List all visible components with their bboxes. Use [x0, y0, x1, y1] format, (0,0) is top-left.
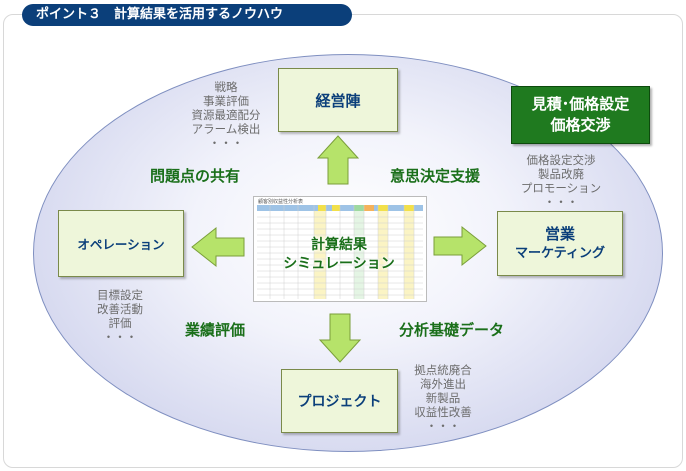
label-problem-sharing: 問題点の共有: [150, 167, 241, 185]
project-label: プロジェクト: [297, 394, 382, 410]
note-item: 収益性改善: [414, 405, 472, 419]
operations-box: オペレーション: [58, 210, 184, 277]
note-item: 評価: [108, 316, 132, 330]
page-title: ポイント３ 計算結果を活用するノウハウ: [22, 4, 352, 26]
note-operations: 目標設定 改善活動 評価 ・・・: [86, 288, 154, 344]
note-management: 戦略 事業評価 資源最適配分 アラーム検出 ・・・: [186, 80, 266, 150]
pricing-highlight-box: 見積･価格設定 価格交渉: [511, 86, 650, 144]
sheet-grid: [257, 205, 423, 299]
note-project: 拠点統廃合 海外進出 新製品 収益性改善 ・・・: [405, 363, 481, 433]
note-item: アラーム検出: [191, 122, 261, 136]
marketing-label: マーケティング: [515, 245, 605, 261]
spreadsheet-thumbnail: 顧客別収益性分析表: [253, 196, 427, 302]
down-arrow: [318, 313, 362, 363]
note-item: ・・・: [425, 419, 461, 433]
management-box: 経営陣: [278, 68, 398, 132]
center-line2: シミュレーション: [283, 256, 395, 272]
note-item: 製品改廃: [538, 167, 584, 181]
note-item: ・・・: [543, 195, 579, 209]
sheet-title: 顧客別収益性分析表: [258, 199, 304, 205]
up-arrow: [316, 135, 360, 185]
note-sales: 価格設定交渉 製品改廃 プロモーション ・・・: [513, 153, 609, 209]
label-analysis-data: 分析基礎データ: [399, 321, 505, 339]
pricing-line2: 価格交渉: [550, 116, 611, 134]
note-item: プロモーション: [520, 181, 602, 195]
note-item: 資源最適配分: [191, 108, 261, 122]
center-line1: 計算結果: [311, 237, 367, 253]
project-box: プロジェクト: [281, 369, 398, 433]
note-item: 価格設定交渉: [526, 153, 596, 167]
right-arrow: [433, 225, 487, 267]
note-item: 海外進出: [420, 377, 466, 391]
sales-label: 営業: [544, 224, 575, 243]
note-item: 戦略: [214, 80, 238, 94]
note-item: 拠点統廃合: [414, 363, 472, 377]
label-performance-evaluation: 業績評価: [185, 321, 246, 339]
management-label: 経営陣: [315, 91, 361, 110]
note-item: ・・・: [102, 330, 138, 344]
note-item: 新製品: [425, 391, 461, 405]
sales-marketing-box: 営業 マーケティング: [497, 211, 623, 276]
pricing-line1: 見積･価格設定: [531, 95, 630, 113]
operations-label: オペレーション: [77, 237, 165, 252]
label-decision-support: 意思決定支援: [390, 167, 481, 185]
note-item: 事業評価: [203, 94, 249, 108]
note-item: 目標設定: [97, 288, 143, 302]
note-item: ・・・: [208, 136, 244, 150]
center-label: 計算結果 シミュレーション: [253, 236, 425, 274]
note-item: 改善活動: [97, 302, 143, 316]
left-arrow: [191, 226, 245, 268]
